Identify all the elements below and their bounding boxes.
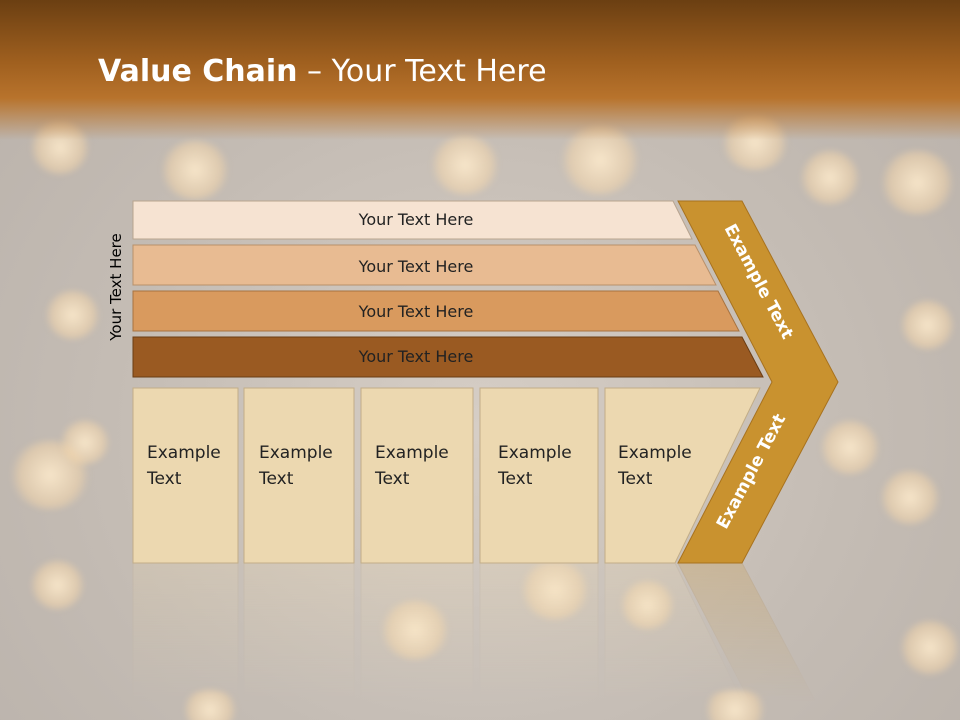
primary-box-5-line1: Example — [618, 443, 692, 463]
support-row-2: Your Text Here — [132, 244, 717, 286]
support-row-2-label: Your Text Here — [358, 257, 474, 276]
primary-box-2-line1: Example — [259, 443, 333, 463]
support-row-3: Your Text Here — [132, 290, 740, 332]
title-bar — [0, 0, 960, 140]
primary-box-2: Example Text — [243, 387, 355, 564]
support-row-3-label: Your Text Here — [358, 302, 474, 321]
primary-box-5-line2: Text — [617, 469, 653, 489]
primary-box-5: Example Text — [604, 387, 761, 564]
title-bold: Value Chain — [98, 54, 298, 89]
primary-box-3-line2: Text — [374, 469, 410, 489]
slide-title: Value Chain – Your Text Here — [98, 54, 547, 89]
primary-box-4-line2: Text — [497, 469, 533, 489]
support-row-1-label: Your Text Here — [358, 210, 474, 229]
primary-box-3: Example Text — [360, 387, 474, 564]
primary-box-1: Example Text — [132, 387, 239, 564]
support-row-4-label: Your Text Here — [358, 347, 474, 366]
primary-box-1-line2: Text — [146, 469, 182, 489]
primary-box-1-line1: Example — [147, 443, 221, 463]
support-row-1: Your Text Here — [132, 200, 693, 240]
primary-box-4-line1: Example — [498, 443, 572, 463]
title-rest: – Your Text Here — [297, 54, 547, 89]
primary-box-3-line1: Example — [375, 443, 449, 463]
primary-box-4: Example Text — [479, 387, 599, 564]
diagram-reflection — [132, 562, 826, 720]
primary-box-2-line2: Text — [258, 469, 294, 489]
margin-chevron: Example Text Example Text — [677, 200, 839, 564]
support-row-4: Your Text Here — [132, 336, 764, 378]
